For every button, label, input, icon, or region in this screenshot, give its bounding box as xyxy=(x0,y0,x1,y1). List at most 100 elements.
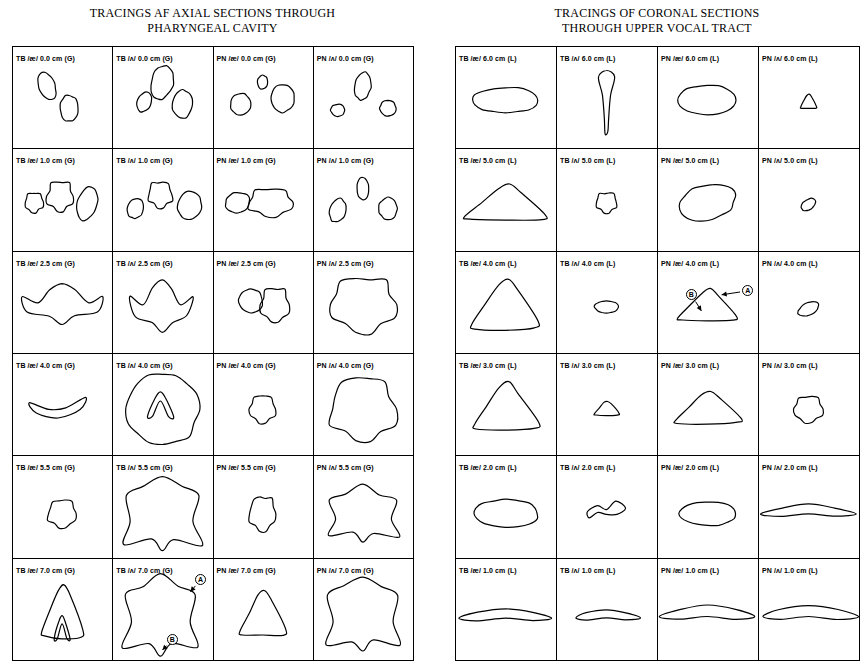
section-tracing xyxy=(598,70,614,134)
section-cell: TB /ʌ/ 0.0 cm (G) xyxy=(112,46,213,149)
section-tracing xyxy=(326,577,401,651)
cell-header: TB /æ/ 1.0 cm (G) xyxy=(16,157,75,165)
callout-letter: B xyxy=(686,289,697,300)
cell-header: PN /ʌ/ 0.0 cm (G) xyxy=(317,55,374,63)
section-cell: TB /æ/ 4.0 cm (G) xyxy=(12,353,113,456)
cell-header: TB /æ/ 6.0 cm (L) xyxy=(459,55,517,63)
cell-header: TB /æ/ 5.0 cm (L) xyxy=(459,157,517,165)
section-cell: TB /ʌ/ 7.0 cm (G) xyxy=(112,558,213,661)
section-tracing xyxy=(122,574,199,657)
cell-header: TB /æ/ 4.0 cm (L) xyxy=(459,260,517,268)
section-tracing xyxy=(674,391,743,424)
callout-letter: A xyxy=(195,574,206,585)
section-cell: PN /æ/ 2.5 cm (G) xyxy=(213,251,314,354)
cell-header: PN /ʌ/ 4.0 cm (L) xyxy=(762,260,818,268)
section-cell: TB /æ/ 4.0 cm (L) xyxy=(455,251,557,354)
cell-header: PN /æ/ 7.0 cm (G) xyxy=(217,567,276,575)
section-cell: PN /æ/ 7.0 cm (G) xyxy=(213,558,314,661)
cell-header: TB /ʌ/ 1.0 cm (L) xyxy=(560,567,615,575)
section-cell: PN /ʌ/ 6.0 cm (L) xyxy=(758,46,860,149)
cell-header: PN /æ/ 2.0 cm (L) xyxy=(661,464,719,472)
cell-header: PN /ʌ/ 4.0 cm (G) xyxy=(317,362,374,370)
table-title: TRACINGS AF AXIAL SECTIONS THROUGH PHARY… xyxy=(88,6,338,36)
section-tracing xyxy=(329,378,398,443)
section-cell: PN /æ/ 1.0 cm (L) xyxy=(657,558,759,661)
section-tracing xyxy=(470,279,539,330)
callout-letter: B xyxy=(167,634,178,645)
section-cell: TB /æ/ 3.0 cm (L) xyxy=(455,353,557,456)
section-cell: TB /ʌ/ 4.0 cm (L) xyxy=(556,251,658,354)
section-tracing xyxy=(38,72,56,99)
cell-header: TB /ʌ/ 4.0 cm (L) xyxy=(560,260,615,268)
cell-header: PN /ʌ/ 3.0 cm (L) xyxy=(762,362,818,370)
cell-header: PN /æ/ 1.0 cm (L) xyxy=(661,567,719,575)
section-tracing xyxy=(249,396,276,424)
cell-header: PN /ʌ/ 7.0 cm (G) xyxy=(317,567,374,575)
section-cell: TB /ʌ/ 2.0 cm (L) xyxy=(556,455,658,558)
section-tracing xyxy=(596,193,617,214)
cell-header: TB /æ/ 2.0 cm (L) xyxy=(459,464,517,472)
section-tracing xyxy=(225,193,249,214)
section-tracing xyxy=(474,499,538,527)
section-tracing xyxy=(328,484,400,542)
cell-header: TB /ʌ/ 5.0 cm (L) xyxy=(560,157,615,165)
section-cell: TB /æ/ 6.0 cm (L) xyxy=(455,46,557,149)
cell-header: PN /æ/ 5.0 cm (L) xyxy=(661,157,719,165)
cell-header: PN /ʌ/ 5.0 cm (L) xyxy=(762,157,818,165)
section-tracing xyxy=(677,288,737,320)
cell-header: TB /æ/ 5.5 cm (G) xyxy=(16,464,75,472)
section-cell: PN /æ/ 4.0 cm (G) xyxy=(213,353,314,456)
cell-header: PN /ʌ/ 1.0 cm (L) xyxy=(762,567,818,575)
section-tracing xyxy=(129,280,193,332)
cell-header: PN /æ/ 0.0 cm (G) xyxy=(217,55,276,63)
section-cell: TB /ʌ/ 5.0 cm (L) xyxy=(556,148,658,251)
section-tracing xyxy=(239,590,287,635)
section-cell: PN /æ/ 5.5 cm (G) xyxy=(213,455,314,558)
cell-header: TB /ʌ/ 5.5 cm (G) xyxy=(116,464,173,472)
cell-header: TB /ʌ/ 2.0 cm (L) xyxy=(560,464,615,472)
section-tracing xyxy=(29,397,87,418)
section-tracing xyxy=(147,392,173,419)
cell-header: TB /ʌ/ 2.5 cm (G) xyxy=(116,260,173,268)
section-tracing xyxy=(60,95,78,121)
section-cell: TB /æ/ 5.0 cm (L) xyxy=(455,148,557,251)
section-tracing xyxy=(172,90,192,119)
section-tracing xyxy=(659,605,754,619)
section-tracing xyxy=(330,278,398,334)
cell-header: TB /ʌ/ 4.0 cm (G) xyxy=(116,362,173,370)
section-tracing xyxy=(123,477,203,551)
section-tracing xyxy=(793,396,823,423)
section-cell: PN /æ/ 6.0 cm (L) xyxy=(657,46,759,149)
section-tracing xyxy=(248,189,293,218)
section-cell: PN /ʌ/ 2.0 cm (L) xyxy=(758,455,860,558)
section-cell: PN /æ/ 3.0 cm (L) xyxy=(657,353,759,456)
section-tracing xyxy=(22,284,103,325)
section-cell: TB /ʌ/ 5.5 cm (G) xyxy=(112,455,213,558)
cell-header: PN /ʌ/ 2.0 cm (L) xyxy=(762,464,818,472)
section-tracing xyxy=(763,606,859,620)
section-cell: TB /æ/ 7.0 cm (G) xyxy=(12,558,113,661)
section-cell: TB /æ/ 0.0 cm (G) xyxy=(12,46,113,149)
section-cell: PN /æ/ 4.0 cm (L) xyxy=(657,251,759,354)
section-cell: PN /ʌ/ 0.0 cm (G) xyxy=(313,46,414,149)
section-tracing xyxy=(379,197,398,220)
section-tracing xyxy=(329,198,346,222)
cell-header: PN /æ/ 1.0 cm (G) xyxy=(217,157,276,165)
cell-header: TB /æ/ 0.0 cm (G) xyxy=(16,55,75,63)
section-cell: TB /æ/ 2.5 cm (G) xyxy=(12,251,113,354)
section-tracing xyxy=(47,500,76,529)
section-cell: TB /æ/ 1.0 cm (G) xyxy=(12,148,113,251)
section-tracing xyxy=(126,374,200,444)
section-tracing xyxy=(594,401,620,415)
section-tracing xyxy=(587,501,626,518)
cell-header: PN /æ/ 3.0 cm (L) xyxy=(661,362,719,370)
section-tracing xyxy=(798,302,819,316)
section-cell: PN /ʌ/ 2.5 cm (G) xyxy=(313,251,414,354)
section-cell: PN /æ/ 0.0 cm (G) xyxy=(213,46,314,149)
cell-header: PN /æ/ 4.0 cm (G) xyxy=(217,362,276,370)
section-cell: TB /ʌ/ 1.0 cm (G) xyxy=(112,148,213,251)
section-tracing xyxy=(46,182,73,212)
cell-header: TB /ʌ/ 3.0 cm (L) xyxy=(560,362,615,370)
cell-header: PN /ʌ/ 6.0 cm (L) xyxy=(762,55,818,63)
